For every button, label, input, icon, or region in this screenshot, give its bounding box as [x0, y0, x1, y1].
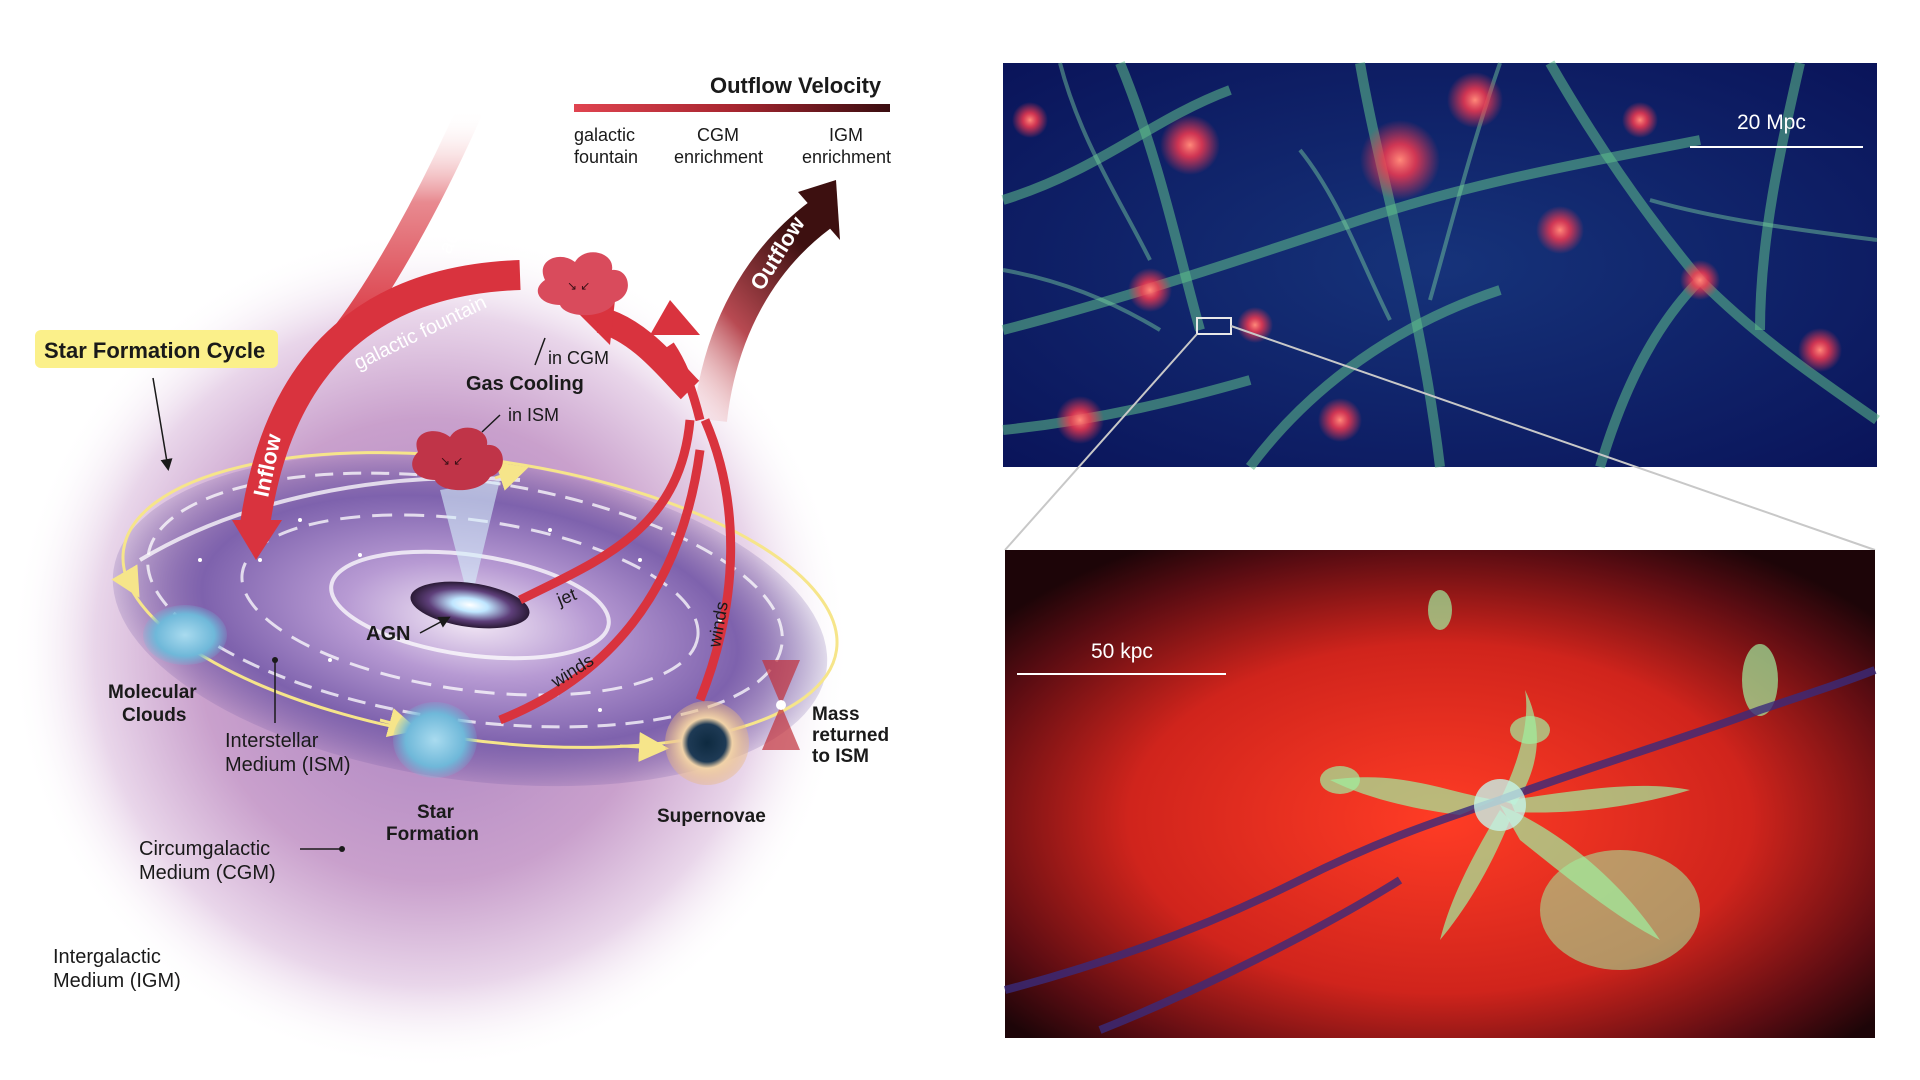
- zoom-connector: [1004, 325, 1876, 551]
- legend-stop3-line1: IGM: [829, 125, 863, 145]
- star-formation-cycle-badge: [35, 330, 278, 368]
- outflow-velocity-legend: Outflow Velocity galactic fountain CGM e…: [574, 73, 891, 167]
- ism-label-1: Interstellar: [225, 730, 319, 752]
- svg-text:↘ ↙: ↘ ↙: [567, 279, 590, 293]
- in-ism-pointer: [481, 414, 501, 433]
- igm-label-1: Intergalactic: [53, 946, 161, 968]
- star-formation-cycle-pointer: [152, 377, 173, 471]
- star-formation-label-1: Star: [417, 802, 455, 823]
- molecular-clouds-label-2: Clouds: [122, 705, 186, 726]
- mass-returned-label-2: returned: [812, 725, 889, 746]
- agn-label: AGN: [366, 623, 410, 645]
- cgm-label-2: Medium (CGM): [139, 862, 276, 884]
- mass-returned-label-3: to ISM: [812, 746, 869, 767]
- star-formation-cycle-label: Star Formation Cycle: [44, 338, 265, 363]
- legend-stop2-line2: enrichment: [674, 147, 763, 167]
- in-ism-label: in ISM: [508, 405, 559, 425]
- outflow-arrow: [693, 201, 831, 422]
- central-galaxy: [1474, 779, 1526, 831]
- star-formation-label-2: Formation: [386, 824, 479, 845]
- legend-gradient-bar: [574, 104, 890, 112]
- legend-title: Outflow Velocity: [710, 73, 882, 98]
- agn-beam: [440, 480, 500, 605]
- galaxy-zoom-panel: 50 kpc: [1003, 550, 1877, 1038]
- legend-stop3-line2: enrichment: [802, 147, 891, 167]
- mass-returned-icon: [762, 660, 800, 750]
- ism-label-2: Medium (ISM): [225, 754, 351, 776]
- cosmic-web-panel: 20 Mpc: [1001, 60, 1880, 470]
- ism-cooling-cloud: ↘ ↙: [412, 427, 503, 491]
- galaxy-diagram: ↘ ↙ ↘ ↙ Star Formation Cycle accretion: [10, 104, 889, 1070]
- svg-text:↘ ↙: ↘ ↙: [440, 454, 463, 468]
- wind-arrows: [498, 342, 736, 725]
- star-formation-icon: [393, 702, 477, 778]
- gas-cooling-label: Gas Cooling: [466, 373, 584, 395]
- legend-stop1-line1: galactic: [574, 125, 635, 145]
- cosmic-web-scale-label: 20 Mpc: [1737, 111, 1806, 134]
- igm-label-2: Medium (IGM): [53, 970, 181, 992]
- star-dots: [198, 518, 722, 712]
- in-cgm-label: in CGM: [548, 348, 609, 368]
- molecular-clouds-label-1: Molecular: [108, 682, 197, 703]
- mass-returned-label-1: Mass: [812, 704, 860, 725]
- legend-stop1-line2: fountain: [574, 147, 638, 167]
- cgm-label-1: Circumgalactic: [139, 838, 270, 860]
- legend-stop2-line1: CGM: [697, 125, 739, 145]
- galaxy-zoom-scale-label: 50 kpc: [1091, 640, 1153, 663]
- supernovae-label: Supernovae: [657, 806, 766, 827]
- molecular-clouds-icon: [143, 605, 227, 665]
- supernova-icon: [665, 701, 749, 785]
- cgm-cooling-cloud: ↘ ↙: [537, 252, 628, 316]
- in-cgm-pointer: [534, 337, 546, 366]
- inflow-arrow: [240, 260, 521, 528]
